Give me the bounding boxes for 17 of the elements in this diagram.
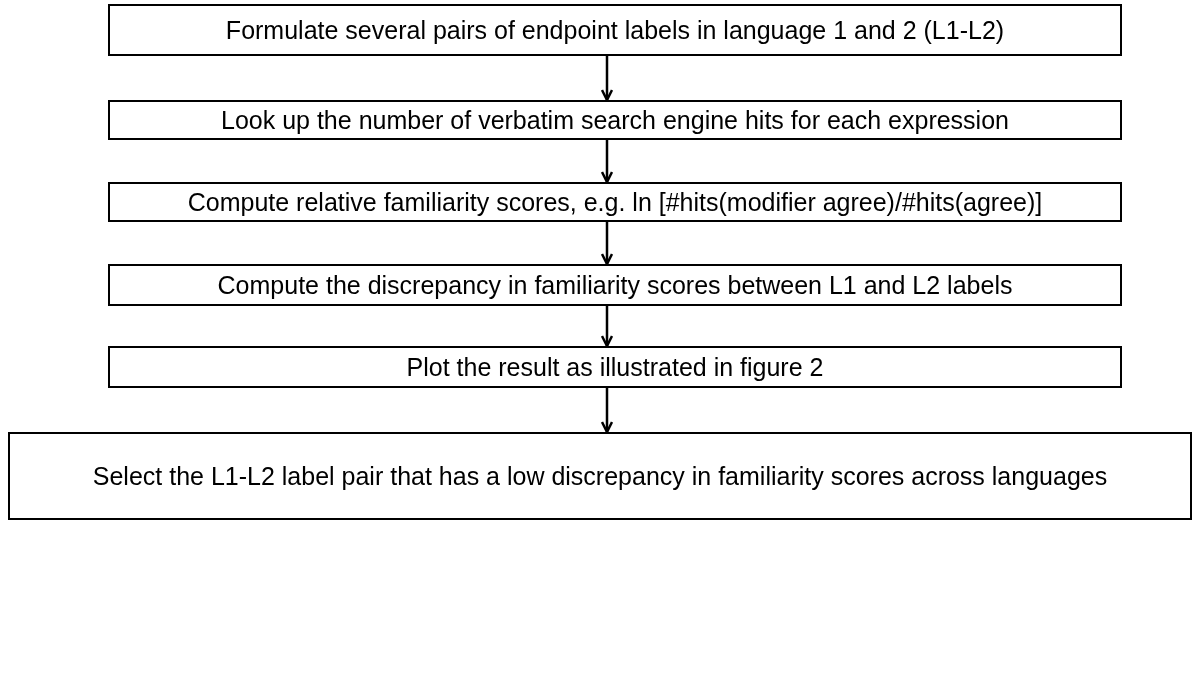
arrow — [600, 388, 614, 434]
arrow — [600, 140, 614, 184]
step-text: Plot the result as illustrated in figure 2 — [406, 352, 824, 383]
process-box — [108, 182, 1122, 222]
process-box — [108, 4, 1122, 56]
arrow — [600, 222, 614, 266]
process-box — [108, 346, 1122, 388]
process-box — [8, 432, 1192, 520]
arrow — [600, 56, 614, 102]
process-box — [108, 100, 1122, 140]
process-box — [108, 264, 1122, 306]
step-text: Compute relative familiarity scores, e.g. ln [#hits(modifier agree)/#hits(agree)] — [187, 187, 1043, 218]
step-text: Compute the discrepancy in familiarity scores between L1 and L2 labels — [217, 270, 1013, 301]
arrow — [600, 306, 614, 348]
step-text: Look up the number of verbatim search engine hits for each expression — [221, 105, 1009, 136]
step-text: Formulate several pairs of endpoint labels in language 1 and 2 (L1-L2) — [225, 15, 1005, 46]
step-text: Select the L1-L2 label pair that has a low discrepancy in familiarity scores across languages — [92, 461, 1108, 492]
